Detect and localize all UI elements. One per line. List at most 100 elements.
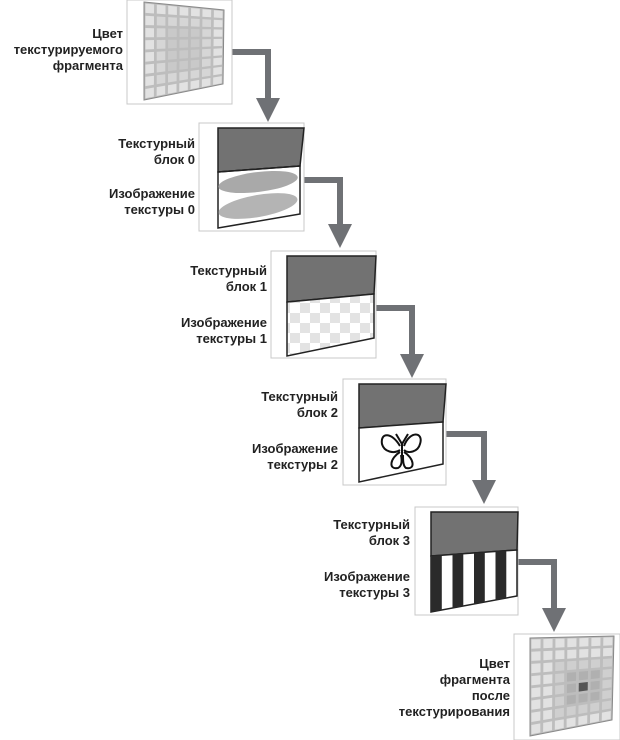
output-fragment-panel (513, 633, 620, 740)
arrow-3 (376, 305, 424, 378)
texture-image-2-label: Изображение текстуры 2 (252, 441, 338, 472)
grid-cell (531, 639, 541, 649)
grid-cell (179, 39, 189, 48)
grid-cell (554, 707, 564, 718)
grid-cell (145, 40, 154, 50)
grid-cell (179, 28, 189, 37)
texture-block-2-label: Текстурный блок 2 (261, 389, 338, 420)
grid-cell (156, 62, 166, 73)
stripe (431, 555, 442, 612)
grid-cell (578, 715, 588, 726)
grid-cell (213, 76, 222, 85)
grid-cell (213, 29, 223, 37)
texture-image-0-label: Изображение текстуры 0 (109, 186, 195, 217)
grid-cell (531, 663, 541, 674)
texture-block-1-label: Текстурный блок 1 (190, 263, 267, 294)
grid-cell (201, 78, 211, 88)
grid-cell (566, 694, 576, 705)
grid-cell (531, 711, 541, 722)
grid-cell (202, 39, 211, 47)
input-fragment-panel (126, 0, 233, 105)
grid-cell (579, 660, 589, 670)
grid-cell (190, 59, 200, 69)
texture-image-1 (286, 293, 375, 357)
grid-cell (213, 57, 222, 66)
grid-cell (179, 81, 188, 92)
grid-cell (578, 704, 588, 714)
grid-cell (202, 19, 212, 27)
grid-cell (590, 702, 600, 712)
grid-cell (191, 8, 200, 17)
grid-cell (179, 60, 188, 70)
arrow-2 (304, 177, 352, 248)
grid-cell (190, 49, 200, 58)
grid-cell (601, 700, 612, 710)
arrow-4 (446, 431, 496, 504)
grid-cell (190, 39, 200, 48)
grid-cell (168, 17, 177, 26)
texture-ellipse-top (218, 170, 298, 194)
grid-cell (145, 63, 154, 74)
grid-cell (145, 15, 154, 26)
grid-cell (213, 19, 223, 28)
grid-cell (145, 75, 154, 87)
grid-cell (190, 18, 200, 27)
grid-cell (590, 691, 600, 701)
grid-cell (578, 682, 588, 692)
stripe (495, 550, 507, 600)
grid-cell (579, 649, 589, 658)
grid-cell (590, 659, 601, 669)
grid-cell (156, 4, 166, 15)
grid-cell (168, 50, 177, 60)
grid-cell (590, 670, 600, 680)
butterfly-icon (380, 433, 422, 470)
grid-cell (566, 683, 576, 694)
grid-cell (168, 39, 177, 49)
grid-cell (602, 689, 612, 700)
grid-cell (555, 684, 565, 695)
grid-cell (578, 693, 588, 703)
grid-cell (543, 638, 553, 649)
grid-cell (145, 3, 155, 14)
grid-cell (543, 697, 553, 709)
grid-cell (156, 74, 166, 85)
grid-cell (190, 79, 200, 90)
texture-image-1-label: Изображение текстуры 1 (181, 315, 267, 346)
grid-cell (603, 647, 613, 657)
texture-ellipse-bottom (218, 193, 298, 219)
grid-cell (531, 687, 541, 698)
grid-cell (543, 686, 553, 697)
texture-image-3-label: Изображение текстуры 3 (324, 569, 410, 600)
grid-cell (145, 87, 154, 99)
grid-cell (179, 17, 189, 27)
grid-cell (201, 68, 211, 77)
grid-cell (156, 39, 166, 49)
grid-cell (179, 50, 189, 59)
grid-cell (602, 679, 612, 689)
grid-cell (156, 28, 166, 38)
arrow-5 (518, 559, 566, 632)
stripe (452, 553, 464, 608)
grid-cell (590, 713, 600, 723)
output-fragment-label: Цвет фрагмента после текстурирования (398, 656, 510, 719)
grid-cell (190, 28, 200, 37)
texture-unit-2 (342, 378, 447, 486)
grid-cell (190, 69, 200, 79)
grid-cell (591, 637, 601, 647)
grid-cell (543, 709, 553, 720)
grid-cell (555, 661, 565, 672)
texture-unit-1 (270, 250, 377, 359)
grid-cell (531, 651, 541, 661)
grid-cell (566, 705, 576, 716)
grid-cell (554, 719, 564, 730)
grid-cell (202, 48, 211, 57)
texture-block-3-band (430, 511, 519, 557)
grid-cell (156, 51, 166, 61)
grid-cell (579, 637, 589, 647)
grid-cell (202, 58, 211, 67)
grid-cell (555, 696, 564, 707)
grid-cell (603, 637, 613, 646)
grid-cell (602, 658, 612, 668)
grid-cell (168, 72, 177, 83)
